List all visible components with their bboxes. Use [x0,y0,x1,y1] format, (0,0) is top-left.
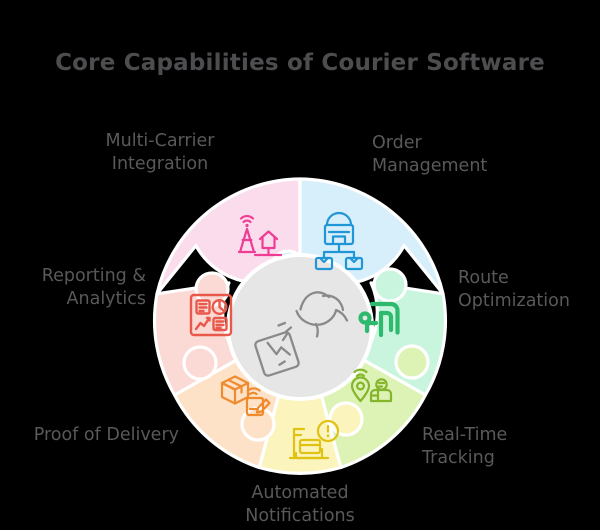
puzzle-knob-right [394,344,430,380]
gps-pin-courier-icon [350,368,393,403]
label-real-time-tracking: Real-Time Tracking [422,425,508,469]
center-hub[interactable] [226,253,374,401]
puzzle-knob-lower-right [328,401,364,437]
puzzle-knob-left [182,345,218,381]
page-title: Core Capabilities of Courier Software [55,50,545,76]
dove-carrying-package-icon [254,291,349,377]
warehouse-distribution-icon [314,211,364,271]
label-order-management: Order Management [372,133,488,177]
label-automated-notifications: Automated Notifications [245,483,355,527]
analytics-dashboard-icon [189,293,233,337]
puzzle-knob-upper-right [372,267,408,303]
label-reporting-analytics: Reporting & Analytics [41,266,146,310]
package-signature-icon [220,375,271,417]
notification-alert-document-icon [288,419,340,460]
puzzle-wheel [152,177,448,475]
label-multi-carrier-integration: Multi-Carrier Integration [105,131,215,175]
label-proof-of-delivery: Proof of Delivery [33,425,179,445]
antenna-tower-house-icon [237,214,283,257]
label-route-optimization: Route Optimization [458,268,570,312]
route-arrow-icon [358,301,400,338]
